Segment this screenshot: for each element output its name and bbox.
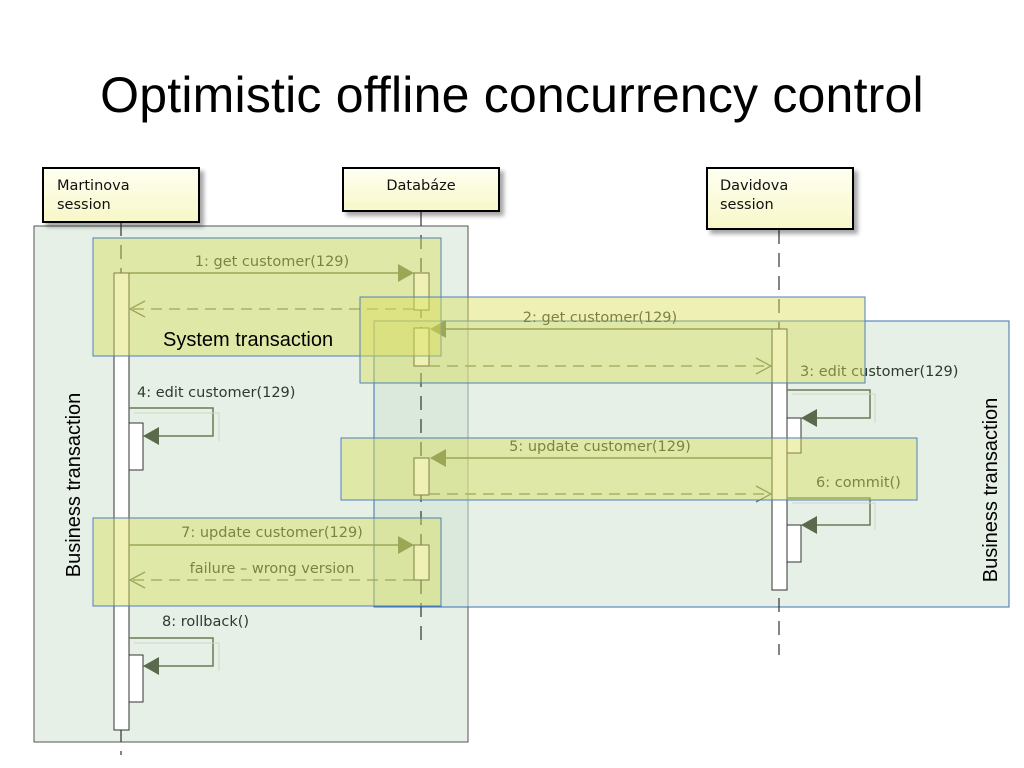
activation-database-3	[413, 457, 430, 496]
message-2-label: 2: get customer(129)	[523, 310, 677, 326]
arrowhead-m8	[143, 657, 159, 675]
activation-davidova-self-3	[786, 417, 802, 454]
participant-database-label: Databáze	[386, 178, 455, 194]
participant-martinova-line2: session	[57, 197, 111, 213]
participant-davidova-line2: session	[720, 197, 774, 213]
participant-davidova-line1: Davidova	[720, 178, 788, 194]
message-3-label: 3: edit customer(129)	[800, 364, 958, 380]
arrowhead-r7	[128, 571, 146, 589]
business-transaction-label-right: Business transaction	[980, 398, 1002, 583]
participant-davidova	[706, 167, 854, 230]
message-1-label: 1: get customer(129)	[195, 254, 349, 270]
business-transaction-region-right	[373, 320, 1010, 608]
system-transaction-region-2	[359, 296, 866, 384]
message-8-label: 8: rollback()	[162, 614, 249, 630]
activation-database-4	[413, 544, 430, 581]
message-7-reply-label: failure – wrong version	[190, 561, 355, 577]
arrowhead-m1	[398, 264, 414, 282]
participant-martinova-line1: Martinova	[57, 178, 130, 194]
activation-davidova	[771, 328, 788, 591]
system-transaction-region-4	[92, 517, 442, 607]
arrowhead-m2	[430, 320, 446, 338]
arrowhead-m4	[143, 427, 159, 445]
activation-database-1	[413, 272, 430, 311]
system-transaction-label: System transaction	[163, 329, 333, 351]
participant-database	[342, 167, 500, 212]
activation-martinova-self-8	[128, 654, 144, 703]
arrowhead-r1	[128, 300, 146, 318]
participant-martinova	[42, 167, 200, 223]
arrowhead-r2	[755, 357, 773, 375]
system-transaction-region-3	[340, 437, 918, 501]
activation-davidova-self-6	[786, 524, 802, 563]
arrowhead-m6	[801, 516, 817, 534]
slide-title: Optimistic offline concurrency control	[100, 67, 924, 123]
message-4-label: 4: edit customer(129)	[137, 385, 295, 401]
activation-martinova-self-4	[128, 422, 144, 471]
activation-martinova	[113, 272, 130, 731]
arrowhead-m5	[430, 449, 446, 467]
message-5-label: 5: update customer(129)	[509, 439, 691, 455]
arrowhead-r5	[755, 485, 773, 503]
message-7-label: 7: update customer(129)	[181, 525, 363, 541]
arrowhead-m7	[398, 536, 414, 554]
message-6-label: 6: commit()	[816, 475, 901, 491]
arrowhead-m3	[801, 409, 817, 427]
business-transaction-label-left: Business transaction	[63, 393, 85, 578]
